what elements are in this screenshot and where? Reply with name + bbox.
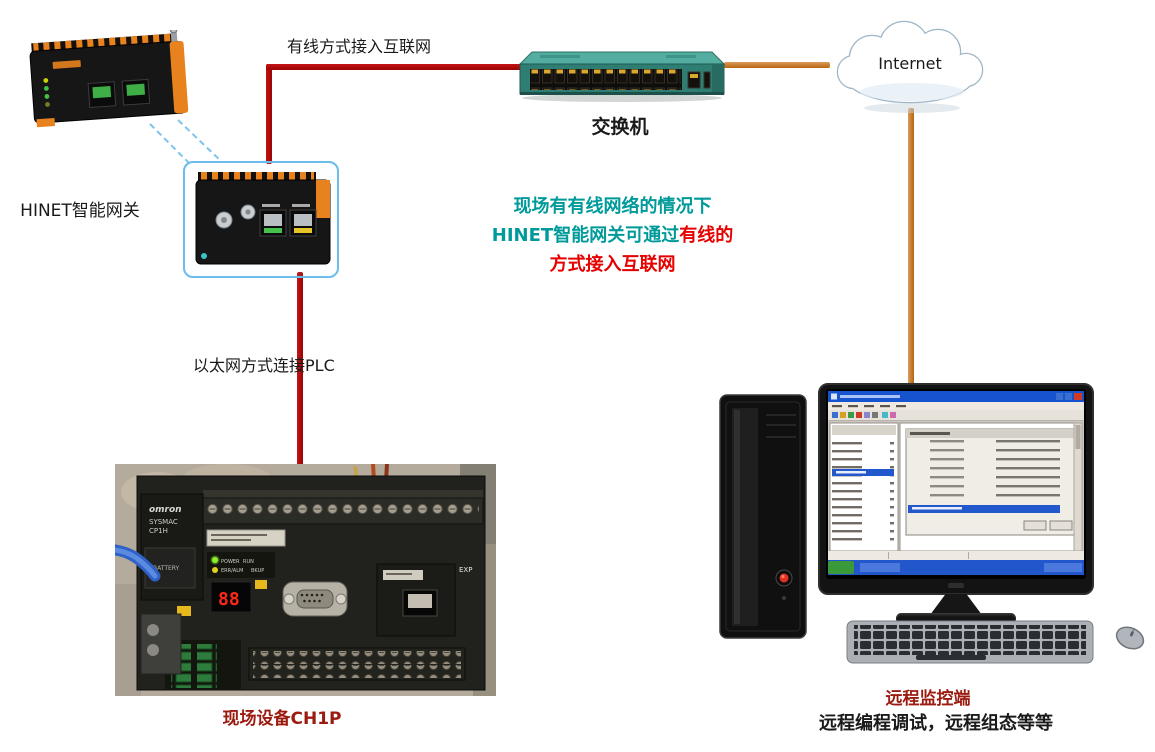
- monitor-stand: [930, 594, 982, 615]
- plc-led-power-text: POWER: [221, 559, 240, 565]
- plc-led-run-text: RUN: [243, 559, 254, 565]
- note-line3: 方式接入互联网: [549, 254, 676, 275]
- plc-db9-connector: [282, 581, 348, 617]
- orange-line-switch-to-cloud: [724, 62, 830, 68]
- keyboard-icon: [846, 620, 1094, 664]
- ethernet-plc-connection-label: 以太网方式连接PLC: [193, 356, 335, 375]
- gateway-label: HINET智能网关: [20, 201, 140, 221]
- remote-title: 远程监控端: [885, 689, 971, 709]
- callout-dashed-lines: [149, 119, 223, 165]
- internet-cloud-icon: [836, 20, 984, 113]
- plc-model-line1: SYSMAC: [149, 518, 178, 526]
- note-line2: HINET智能网关可通过有线的: [440, 221, 785, 250]
- orange-line-cloud-to-pc: [908, 108, 914, 386]
- switch-label: 交换机: [591, 116, 649, 138]
- mouse-icon: [1115, 626, 1145, 650]
- plc-led-erralm-text: ERR/ALM: [221, 568, 243, 574]
- monitor-stand-base: [896, 613, 1016, 624]
- plc-caption: 现场设备CH1P: [222, 709, 342, 729]
- svg-text:BKUP: BKUP: [251, 568, 264, 574]
- remote-subtitle: 远程编程调试，远程组态等等: [819, 713, 1053, 734]
- plc-photo: omron SYSMAC CP1H BATTERY POWER RUN ERR/…: [115, 464, 496, 696]
- pc-tower-icon: [719, 394, 807, 639]
- internet-label: Internet: [878, 54, 942, 73]
- center-note: 现场有有线网络的情况下 HINET智能网关可通过有线的 方式接入互联网: [440, 192, 785, 279]
- red-line-gateway-up: [266, 64, 272, 164]
- plc-brand-text: omron: [149, 505, 182, 515]
- monitor-icon: [818, 383, 1094, 595]
- plc-led-bkup-text: BKUP: [251, 568, 264, 574]
- wired-internet-connection-label: 有线方式接入互联网: [287, 37, 432, 56]
- red-line-gateway-to-plc: [297, 272, 303, 466]
- hinet-gateway-zoom-icon: [195, 172, 331, 265]
- note-line1: 现场有有线网络的情况下: [513, 196, 712, 217]
- plc-led-display: 88: [218, 589, 240, 610]
- plc-model-line2: CP1H: [149, 527, 168, 535]
- plc-battery-text: BATTERY: [153, 565, 180, 572]
- svg-text:ERR/ALM: ERR/ALM: [221, 568, 243, 574]
- svg-text:POWER: POWER: [221, 559, 240, 565]
- red-line-to-switch: [266, 64, 526, 70]
- monitor-screen-content: [828, 391, 1084, 575]
- hinet-gateway-device-icon: [29, 30, 189, 128]
- svg-text:RUN: RUN: [243, 559, 254, 565]
- note-line2-teal: HINET智能网关可通过: [491, 225, 680, 246]
- note-line2-red: 有线的: [679, 225, 734, 246]
- switch-device-icon: [518, 51, 726, 102]
- plc-exp-text: EXP: [459, 566, 472, 574]
